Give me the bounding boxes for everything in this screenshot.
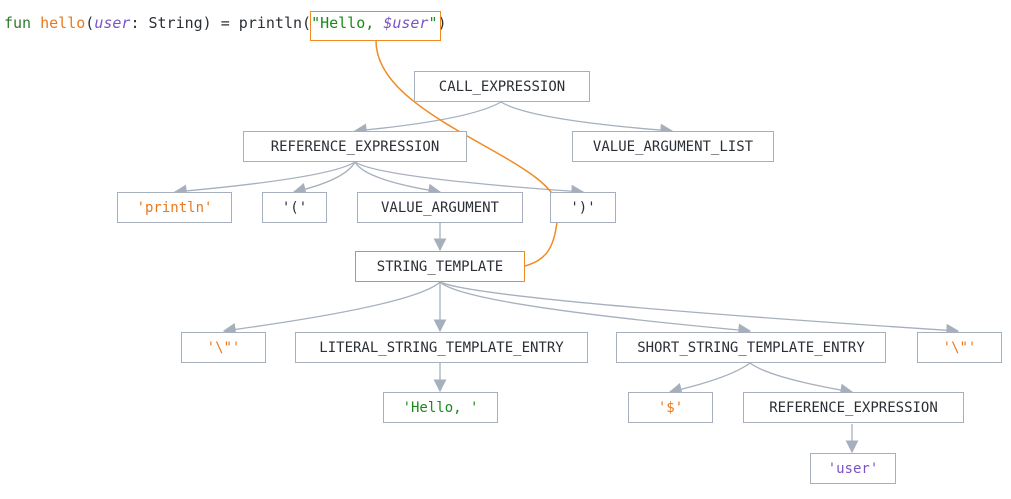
node-token-quote-left: '\"' — [181, 332, 266, 363]
node-token-rparen: ')' — [550, 192, 616, 223]
node-token-dollar: '$' — [628, 392, 713, 423]
edge-ref-lparen — [292, 161, 356, 196]
node-reference-expression-2: REFERENCE_EXPRESSION — [743, 392, 964, 423]
node-token-println: 'println' — [117, 192, 232, 223]
node-reference-expression: REFERENCE_EXPRESSION — [243, 131, 467, 162]
edge-strtpl-short — [439, 281, 752, 337]
node-value-argument: VALUE_ARGUMENT — [357, 192, 523, 223]
code-line: fun hello(user: String) = println("Hello… — [4, 14, 447, 32]
edge-call-varglist — [500, 101, 674, 137]
node-string-template: STRING_TEMPLATE — [355, 251, 525, 282]
node-call-expression: CALL_EXPRESSION — [414, 71, 590, 102]
edge-ref-println — [173, 161, 356, 198]
node-token-lparen: '(' — [262, 192, 327, 223]
edge-short-dollar — [668, 362, 751, 396]
template-variable: $user — [383, 14, 429, 32]
edge-ref-rparen — [354, 161, 585, 198]
string-close: " — [428, 14, 438, 32]
highlight-connector — [375, 40, 559, 267]
node-token-hello: 'Hello, ' — [383, 392, 498, 423]
string-open: "Hello, — [311, 14, 384, 32]
paren-close: ) — [437, 14, 447, 32]
param-type: : String) = println( — [130, 14, 312, 32]
node-token-user: 'user' — [810, 453, 896, 484]
paren-open: ( — [85, 14, 95, 32]
node-value-argument-list: VALUE_ARGUMENT_LIST — [572, 131, 774, 162]
node-token-quote-right: '\"' — [917, 332, 1002, 363]
edge-strtpl-quote-left — [222, 281, 441, 336]
edge-short-ref2 — [749, 362, 854, 397]
edge-strtpl-quote-right — [439, 281, 960, 337]
param-name: user — [94, 14, 131, 32]
string-highlight-box — [310, 11, 441, 41]
edge-ref-varg — [354, 161, 442, 197]
node-short-string-template-entry: SHORT_STRING_TEMPLATE_ENTRY — [616, 332, 886, 363]
keyword-fun: fun — [4, 14, 32, 32]
edge-call-ref — [353, 101, 502, 137]
function-name: hello — [40, 14, 86, 32]
node-literal-string-template-entry: LITERAL_STRING_TEMPLATE_ENTRY — [295, 332, 588, 363]
